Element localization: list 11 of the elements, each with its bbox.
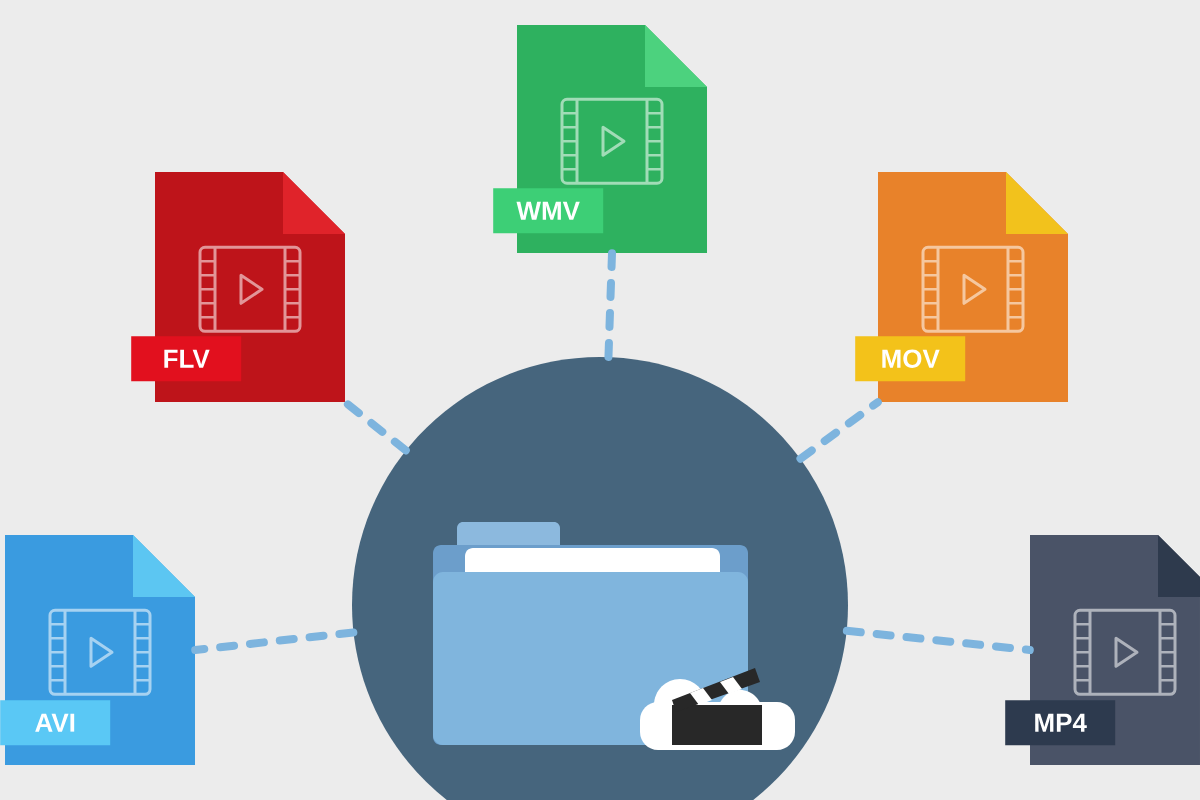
format-tag: MOV (855, 336, 966, 382)
dashed-connector (842, 626, 1034, 654)
format-tag: FLV (131, 336, 242, 382)
format-tag: WMV (493, 188, 604, 234)
dashed-connector (191, 628, 358, 654)
folder-circle-drawing (352, 357, 848, 800)
dashed-connector (604, 249, 616, 361)
format-tag: AVI (0, 700, 111, 746)
dashed-connector (341, 398, 410, 455)
dashed-connector (796, 398, 882, 463)
format-tag: MP4 (1005, 700, 1116, 746)
